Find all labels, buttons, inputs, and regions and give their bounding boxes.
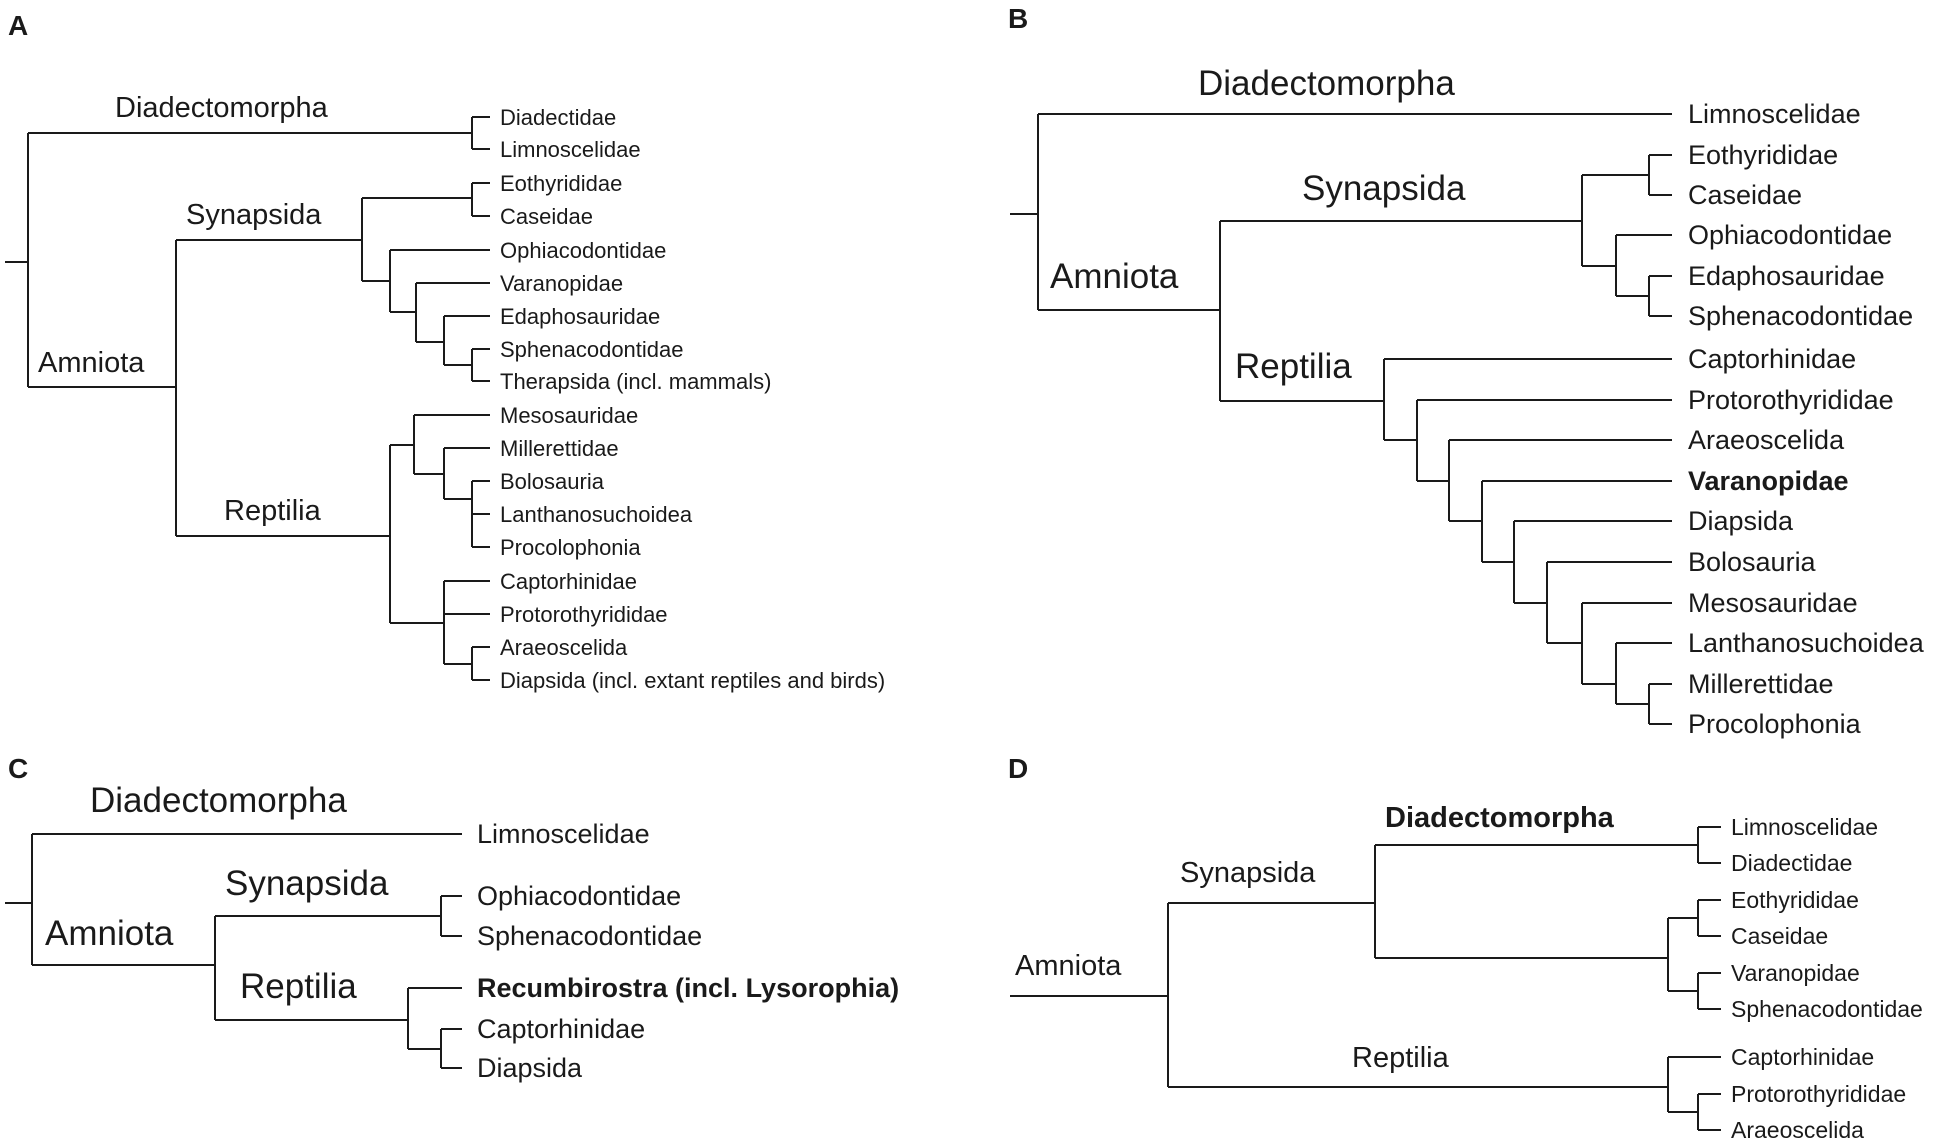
panel-a-taxon: Diapsida (incl. extant reptiles and bird…	[500, 668, 885, 693]
panel-b-taxon: Protorothyrididae	[1688, 385, 1894, 415]
panel-c-taxon-highlighted: Recumbirostra (incl. Lysorophia)	[477, 973, 899, 1003]
panel-b: B	[1008, 3, 1925, 739]
panel-b-taxon: Caseidae	[1688, 180, 1802, 210]
panel-a-taxon: Caseidae	[500, 204, 593, 229]
panel-a-branches	[5, 116, 490, 681]
panel-d-taxon: Caseidae	[1731, 923, 1828, 949]
panel-c-clade-synapsida: Synapsida	[225, 864, 389, 903]
panel-a-clade-synapsida: Synapsida	[186, 199, 322, 231]
panel-b-taxon: Limnoscelidae	[1688, 99, 1861, 129]
panel-c-branches	[5, 833, 462, 1069]
panel-b-taxon: Lanthanosuchoidea	[1688, 628, 1925, 658]
panel-a-taxon: Protorothyrididae	[500, 602, 668, 627]
panel-a-taxon: Mesosauridae	[500, 403, 638, 428]
panel-c-clade-reptilia: Reptilia	[240, 967, 357, 1006]
panel-a-taxon: Eothyrididae	[500, 171, 622, 196]
panel-a-taxon: Millerettidae	[500, 436, 619, 461]
panel-b-taxon: Edaphosauridae	[1688, 261, 1885, 291]
panel-c-taxon: Ophiacodontidae	[477, 881, 681, 911]
panel-b-clade-synapsida: Synapsida	[1302, 169, 1466, 208]
panel-d-branches	[1010, 826, 1721, 1131]
panel-c-letter: C	[8, 753, 28, 784]
panel-c-taxon: Sphenacodontidae	[477, 921, 702, 951]
panel-a-clade-reptilia: Reptilia	[224, 495, 322, 527]
panel-a-taxon: Bolosauria	[500, 469, 605, 494]
panel-b-taxa: Limnoscelidae Eothyrididae Caseidae Ophi…	[1688, 99, 1925, 739]
panel-c: C Diadectomorpha Amniota Synapsida Repti…	[5, 753, 899, 1083]
panel-d-taxon: Limnoscelidae	[1731, 814, 1878, 840]
panel-b-taxon: Diapsida	[1688, 506, 1794, 536]
panel-b-clade-diadectomorpha: Diadectomorpha	[1198, 64, 1455, 103]
panel-d-taxon: Protorothyrididae	[1731, 1081, 1906, 1107]
panel-b-taxon: Procolophonia	[1688, 709, 1862, 739]
panel-a-taxon: Lanthanosuchoidea	[500, 502, 693, 527]
panel-a-clade-amniota: Amniota	[38, 347, 145, 379]
panel-d-taxon: Eothyrididae	[1731, 887, 1859, 913]
panel-b-taxon: Sphenacodontidae	[1688, 301, 1913, 331]
panel-d-taxa: Limnoscelidae Diadectidae Eothyrididae C…	[1731, 814, 1923, 1143]
panel-d-letter: D	[1008, 753, 1028, 784]
panel-b-letter: B	[1008, 3, 1028, 34]
panel-a: A	[5, 10, 885, 693]
panel-c-clade-diadectomorpha: Diadectomorpha	[90, 781, 347, 820]
panel-b-taxon: Mesosauridae	[1688, 588, 1858, 618]
panel-d-clade-diadectomorpha-highlighted: Diadectomorpha	[1385, 802, 1615, 834]
panel-a-taxon: Sphenacodontidae	[500, 337, 684, 362]
panel-a-taxon: Edaphosauridae	[500, 304, 660, 329]
panel-c-taxa: Limnoscelidae Ophiacodontidae Sphenacodo…	[477, 819, 899, 1083]
panel-b-taxon: Araeoscelida	[1688, 425, 1845, 455]
panel-d-taxon: Sphenacodontidae	[1731, 996, 1923, 1022]
panel-a-taxon: Diadectidae	[500, 105, 616, 130]
panel-a-taxon: Ophiacodontidae	[500, 238, 666, 263]
panel-a-taxon: Limnoscelidae	[500, 137, 641, 162]
panel-a-taxa: Diadectidae Limnoscelidae Eothyrididae C…	[500, 105, 885, 693]
panel-c-taxon: Limnoscelidae	[477, 819, 650, 849]
panel-b-taxon: Captorhinidae	[1688, 344, 1856, 374]
panel-a-taxon: Therapsida (incl. mammals)	[500, 369, 771, 394]
panel-c-taxon: Diapsida	[477, 1053, 583, 1083]
panel-b-taxon: Millerettidae	[1688, 669, 1834, 699]
panel-d-clade-synapsida: Synapsida	[1180, 857, 1316, 889]
panel-d: D Diadectom	[1008, 753, 1923, 1143]
panel-c-taxon: Captorhinidae	[477, 1014, 645, 1044]
panel-d-taxon: Araeoscelida	[1731, 1117, 1864, 1143]
panel-d-taxon: Captorhinidae	[1731, 1044, 1874, 1070]
panel-d-taxon: Diadectidae	[1731, 850, 1852, 876]
panel-a-taxon: Procolophonia	[500, 535, 641, 560]
panel-d-clade-reptilia: Reptilia	[1352, 1042, 1450, 1074]
panel-b-taxon: Bolosauria	[1688, 547, 1817, 577]
panel-b-branches	[1010, 113, 1672, 725]
panel-d-taxon: Varanopidae	[1731, 960, 1860, 986]
panel-a-clade-diadectomorpha: Diadectomorpha	[115, 92, 329, 124]
panel-b-clade-reptilia: Reptilia	[1235, 347, 1352, 386]
panel-a-taxon: Araeoscelida	[500, 635, 628, 660]
panel-b-taxon-highlighted: Varanopidae	[1688, 466, 1849, 496]
panel-b-clade-amniota: Amniota	[1050, 257, 1179, 296]
panel-a-taxon: Varanopidae	[500, 271, 623, 296]
panel-a-letter: A	[8, 10, 28, 41]
panel-d-clade-amniota: Amniota	[1015, 950, 1122, 982]
panel-a-taxon: Captorhinidae	[500, 569, 637, 594]
panel-c-clade-amniota: Amniota	[45, 914, 174, 953]
panel-b-taxon: Ophiacodontidae	[1688, 220, 1892, 250]
panel-b-taxon: Eothyrididae	[1688, 140, 1838, 170]
